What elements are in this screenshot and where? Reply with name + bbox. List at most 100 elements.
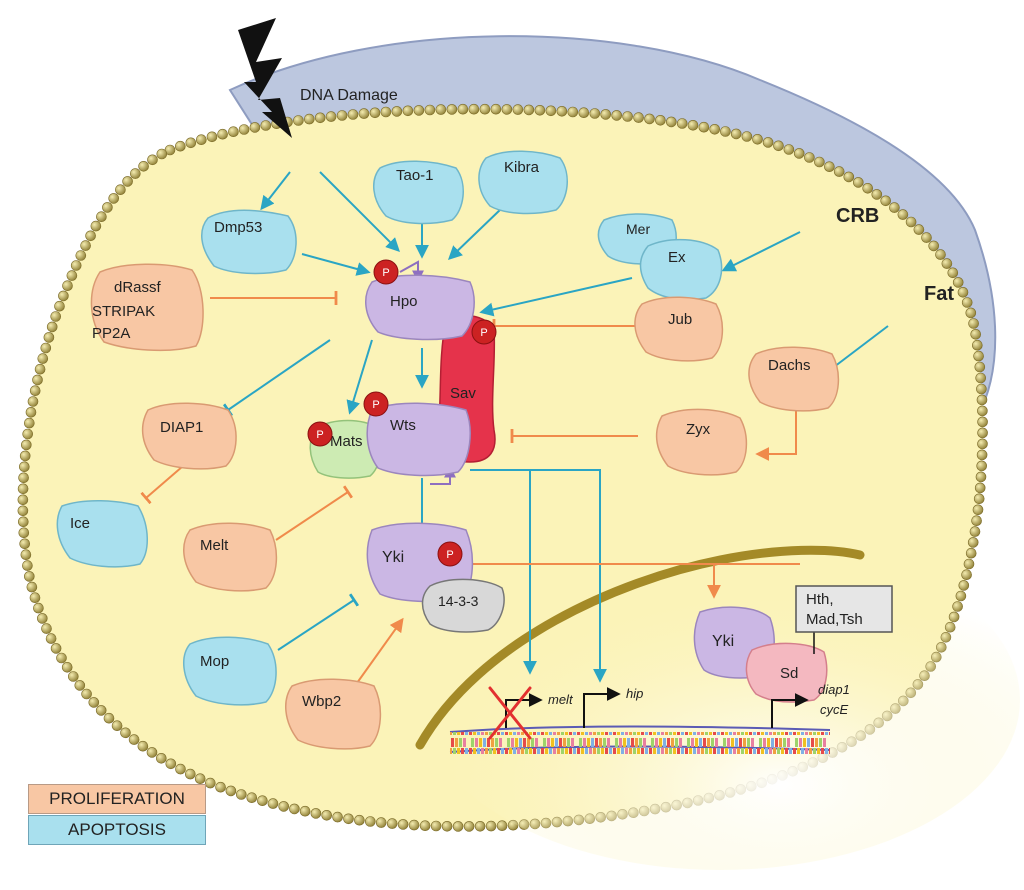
membrane-bead	[74, 680, 86, 691]
membrane-bead	[773, 140, 784, 152]
hpo-label: Hpo	[390, 293, 418, 310]
membrane-bead	[752, 134, 763, 145]
membrane-bead	[34, 363, 46, 375]
membrane-bead	[534, 105, 546, 116]
wbp2-label: Wbp2	[302, 693, 341, 710]
membrane-bead	[185, 768, 196, 780]
svg-text:P: P	[372, 399, 379, 411]
membrane-bead	[50, 311, 62, 322]
tao1-label: Tao-1	[396, 167, 434, 184]
membrane-bead	[108, 193, 119, 204]
membrane-bead	[29, 592, 41, 604]
membrane-bead	[32, 374, 43, 386]
membrane-bead	[905, 216, 917, 228]
phospho-mats: P	[307, 421, 333, 447]
membrane-bead	[278, 801, 290, 812]
membrane-bead	[26, 581, 38, 593]
membrane-bead	[611, 110, 623, 121]
membrane-bead	[793, 148, 805, 159]
membrane-bead	[228, 126, 239, 137]
membrane-bead	[556, 106, 568, 117]
membrane-bead	[804, 152, 815, 163]
membrane-bead	[81, 688, 92, 700]
membrane-bead	[70, 260, 82, 271]
membrane-bead	[130, 168, 141, 179]
nuclear-envelope	[415, 545, 865, 750]
stripak-label: STRIPAK	[92, 303, 155, 320]
membrane-bead	[963, 558, 975, 570]
membrane-bead	[490, 103, 502, 115]
membrane-bead	[958, 580, 970, 591]
wbp2-node	[285, 678, 382, 750]
membrane-bead	[36, 613, 48, 624]
membrane-bead	[138, 161, 149, 172]
membrane-bead	[843, 171, 855, 183]
membrane-bead	[40, 342, 52, 354]
hpo-node	[365, 274, 475, 341]
membrane-bead	[386, 818, 398, 829]
membrane-bead	[419, 820, 431, 832]
jub-node	[634, 296, 724, 362]
membrane-bead	[947, 267, 959, 279]
membrane-bead	[267, 798, 279, 809]
membrane-bead	[22, 428, 34, 440]
membrane-bead	[976, 460, 988, 472]
membrane-bead	[485, 820, 497, 832]
membrane-bead	[45, 633, 57, 644]
membrane-bead	[23, 571, 35, 582]
membrane-bead	[185, 137, 197, 149]
melt-node	[183, 522, 278, 592]
fat-label: Fat	[924, 283, 954, 305]
membrane-bead	[111, 720, 123, 732]
mop-node	[183, 636, 277, 706]
membrane-bead	[961, 297, 973, 308]
zyx-label: Zyx	[686, 421, 711, 438]
yki-nuclear-label: Yki	[712, 633, 734, 650]
membrane-bead	[424, 104, 436, 116]
membrane-bead	[441, 820, 453, 832]
tao1-node	[373, 160, 464, 225]
membrane-bead	[20, 439, 32, 451]
mats-label: Mats	[330, 433, 363, 450]
membrane-bead	[18, 472, 29, 484]
membrane-bead	[260, 120, 272, 131]
membrane-bead	[238, 124, 250, 135]
membrane-bead	[430, 820, 442, 832]
phospho-wts: P	[363, 391, 389, 417]
membrane-bead	[976, 383, 987, 395]
melt-label: Melt	[200, 537, 229, 554]
membrane-bead	[687, 120, 699, 131]
membrane-bead	[913, 224, 925, 235]
membrane-bead	[18, 461, 30, 473]
membrane-bead	[676, 118, 688, 129]
membrane-bead	[921, 232, 932, 243]
membrane-bead	[589, 108, 601, 119]
zyx-node	[655, 408, 748, 476]
membrane-bead	[175, 763, 186, 775]
membrane-bead	[196, 134, 207, 145]
membrane-bead	[249, 122, 261, 133]
membrane-bead	[814, 156, 825, 168]
ex-label: Ex	[668, 249, 686, 266]
p1433-node	[421, 578, 505, 633]
membrane-bead	[567, 106, 579, 118]
membrane-bead	[347, 109, 359, 120]
membrane-bead	[303, 113, 315, 125]
membrane-bead	[698, 121, 710, 133]
membrane-bead	[289, 803, 300, 815]
membrane-bead	[975, 372, 987, 384]
membrane-bead	[973, 493, 985, 505]
membrane-bead	[969, 526, 981, 537]
wts-label: Wts	[390, 417, 416, 434]
svg-text:P: P	[316, 429, 323, 441]
membrane-bead	[128, 734, 140, 745]
svg-text:P: P	[446, 549, 453, 561]
membrane-bead	[115, 184, 126, 195]
sd-node	[745, 642, 828, 703]
membrane-bead	[974, 361, 986, 373]
membrane-bead	[935, 249, 946, 260]
membrane-bead	[622, 111, 633, 122]
membrane-bead	[976, 449, 988, 461]
membrane-bead	[457, 103, 469, 115]
membrane-bead	[54, 300, 65, 312]
